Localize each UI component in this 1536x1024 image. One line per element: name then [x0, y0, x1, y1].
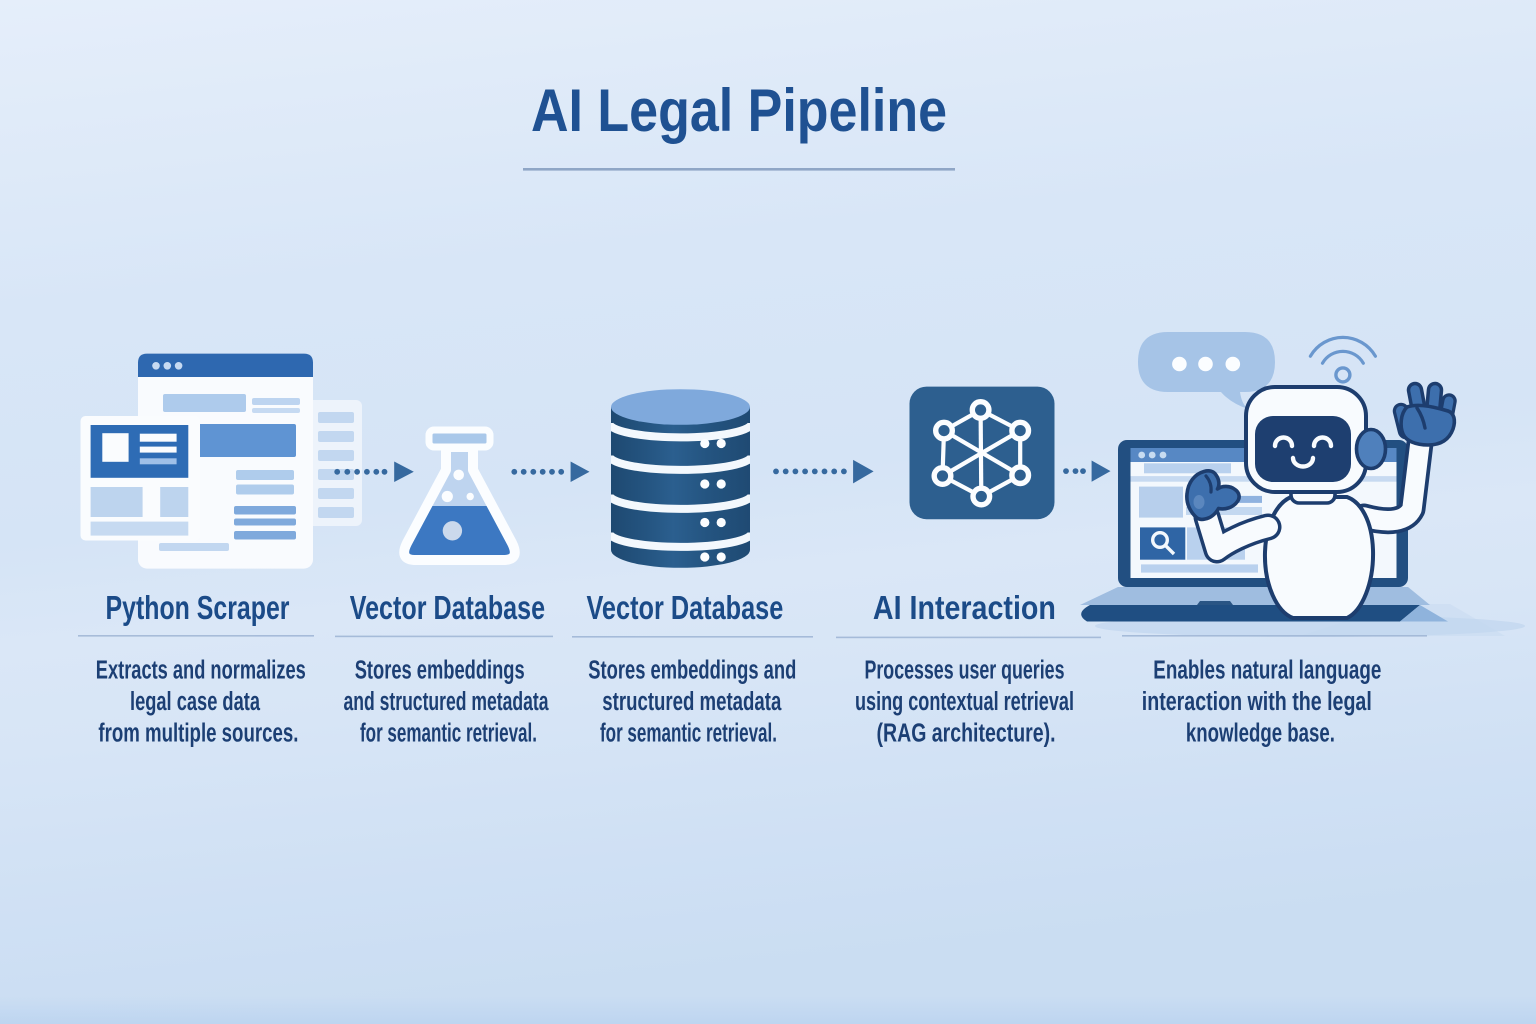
svg-text:Vector Database: Vector Database — [350, 590, 545, 627]
svg-text:from multiple sources.: from multiple sources. — [98, 720, 298, 748]
svg-text:for semantic retrieval.: for semantic retrieval. — [600, 720, 777, 748]
svg-text:Processes user queries: Processes user queries — [865, 657, 1065, 685]
svg-text:Stores embeddings and: Stores embeddings and — [588, 657, 796, 685]
svg-text:AI Interaction: AI Interaction — [873, 590, 1056, 627]
svg-text:AI Legal Pipeline: AI Legal Pipeline — [531, 77, 947, 144]
svg-text:(RAG architecture).: (RAG architecture). — [877, 720, 1056, 748]
svg-text:knowledge base.: knowledge base. — [1186, 720, 1335, 748]
svg-text:for semantic retrieval.: for semantic retrieval. — [360, 720, 537, 748]
svg-text:Vector Database: Vector Database — [586, 590, 783, 627]
svg-text:legal case data: legal case data — [130, 688, 261, 716]
svg-text:and structured metadata: and structured metadata — [344, 688, 550, 716]
svg-text:structured metadata: structured metadata — [602, 688, 782, 716]
svg-text:Python Scraper: Python Scraper — [106, 590, 290, 627]
svg-text:interaction with the legal: interaction with the legal — [1142, 688, 1372, 716]
svg-text:using contextual retrieval: using contextual retrieval — [855, 688, 1074, 716]
svg-text:Stores embeddings: Stores embeddings — [355, 657, 525, 685]
svg-text:Extracts and normalizes: Extracts and normalizes — [96, 657, 306, 685]
svg-text:Enables natural language: Enables natural language — [1153, 657, 1381, 685]
